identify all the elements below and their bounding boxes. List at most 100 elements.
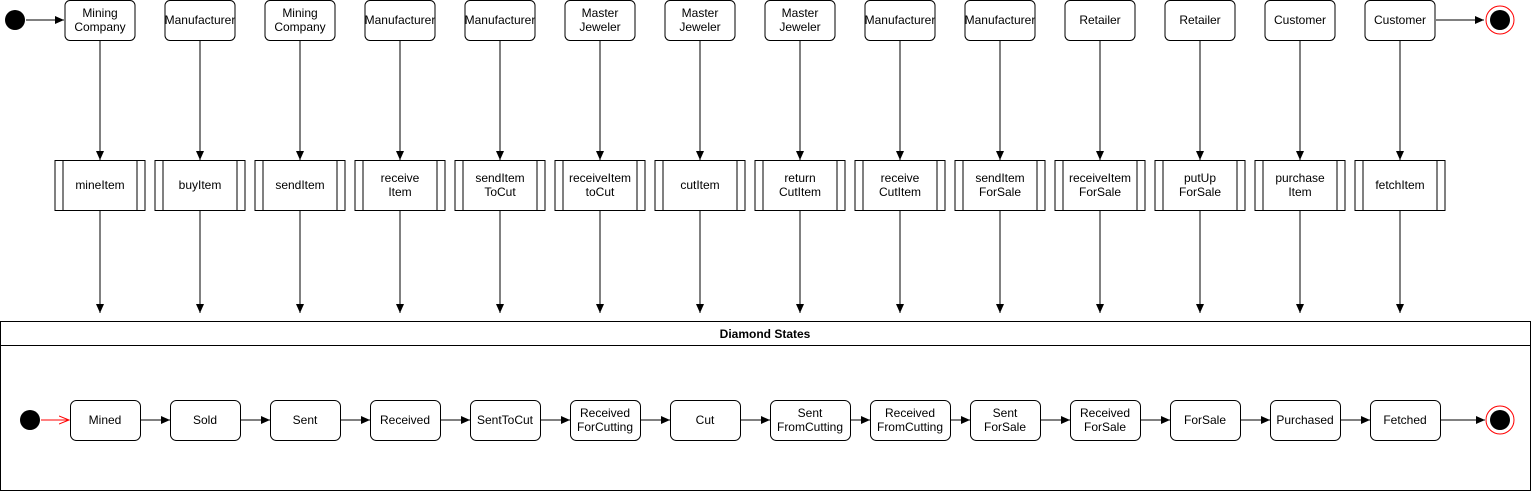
state-1[interactable]: Sold (170, 400, 241, 441)
state-label: ForSale (1084, 420, 1126, 434)
actor-label: Manufacturer (465, 13, 536, 27)
states-initial-node (20, 410, 40, 430)
actor-12[interactable]: Customer (1264, 0, 1336, 41)
function-label: mineItem (75, 178, 124, 192)
state-label: Mined (89, 413, 122, 427)
function-label: ForSale (1179, 185, 1221, 199)
state-label: SentToCut (477, 413, 534, 427)
state-11[interactable]: ForSale (1170, 400, 1241, 441)
actor-label: Company (274, 20, 325, 34)
state-3[interactable]: Received (370, 400, 441, 441)
function-label: sendItem (275, 178, 324, 192)
actor-label: Master (782, 6, 819, 20)
state-6[interactable]: Cut (670, 400, 741, 441)
function-label: CutItem (879, 185, 921, 199)
state-label: Received (580, 406, 630, 420)
states-title: Diamond States (720, 327, 811, 341)
actor-10[interactable]: Retailer (1064, 0, 1136, 41)
function-3[interactable]: receiveItem (354, 160, 446, 211)
state-label: Sold (193, 413, 217, 427)
state-label: Received (380, 413, 430, 427)
actor-11[interactable]: Retailer (1164, 0, 1236, 41)
function-label: receiveItem (1069, 171, 1131, 185)
function-label: putUp (1184, 171, 1216, 185)
actor-label: Manufacturer (965, 13, 1036, 27)
function-label: Item (388, 185, 411, 199)
function-2[interactable]: sendItem (254, 160, 346, 211)
actor-3[interactable]: Manufacturer (364, 0, 436, 41)
states-final-node (1485, 405, 1515, 435)
function-label: toCut (586, 185, 615, 199)
actor-4[interactable]: Manufacturer (464, 0, 536, 41)
state-label: Received (1080, 406, 1130, 420)
actor-label: Master (682, 6, 719, 20)
function-13[interactable]: fetchItem (1354, 160, 1446, 211)
state-4[interactable]: SentToCut (470, 400, 541, 441)
actor-label: Retailer (1079, 13, 1120, 27)
state-label: Sent (293, 413, 318, 427)
function-label: receive (881, 171, 920, 185)
function-label: fetchItem (1375, 178, 1424, 192)
actor-label: Customer (1374, 13, 1426, 27)
actor-label: Manufacturer (365, 13, 436, 27)
function-label: return (784, 171, 815, 185)
actor-label: Manufacturer (165, 13, 236, 27)
function-label: sendItem (475, 171, 524, 185)
state-label: Cut (696, 413, 715, 427)
actor-9[interactable]: Manufacturer (964, 0, 1036, 41)
actor-label: Company (74, 20, 125, 34)
function-label: Item (1288, 185, 1311, 199)
actor-label: Customer (1274, 13, 1326, 27)
state-label: Fetched (1383, 413, 1426, 427)
state-label: ForCutting (577, 420, 633, 434)
flow-initial-node (5, 10, 25, 30)
function-label: cutItem (680, 178, 719, 192)
function-1[interactable]: buyItem (154, 160, 246, 211)
function-6[interactable]: cutItem (654, 160, 746, 211)
function-label: ToCut (484, 185, 516, 199)
state-label: ForSale (984, 420, 1026, 434)
state-label: Sent (993, 406, 1018, 420)
state-0[interactable]: Mined (70, 400, 141, 441)
flow-final-node (1485, 5, 1515, 35)
actor-label: Retailer (1179, 13, 1220, 27)
state-12[interactable]: Purchased (1270, 400, 1341, 441)
function-label: sendItem (975, 171, 1024, 185)
actor-8[interactable]: Manufacturer (864, 0, 936, 41)
actor-13[interactable]: Customer (1364, 0, 1436, 41)
function-label: receive (381, 171, 420, 185)
state-13[interactable]: Fetched (1370, 400, 1441, 441)
state-label: Received (885, 406, 935, 420)
actor-1[interactable]: Manufacturer (164, 0, 236, 41)
actor-label: Master (582, 6, 619, 20)
function-0[interactable]: mineItem (54, 160, 146, 211)
state-label: FromCutting (777, 420, 843, 434)
function-label: receiveItem (569, 171, 631, 185)
actor-label: Manufacturer (865, 13, 936, 27)
state-label: Purchased (1276, 413, 1333, 427)
actor-label: Jeweler (679, 20, 720, 34)
state-label: Sent (798, 406, 823, 420)
actor-label: Jeweler (579, 20, 620, 34)
state-2[interactable]: Sent (270, 400, 341, 441)
function-label: ForSale (979, 185, 1021, 199)
